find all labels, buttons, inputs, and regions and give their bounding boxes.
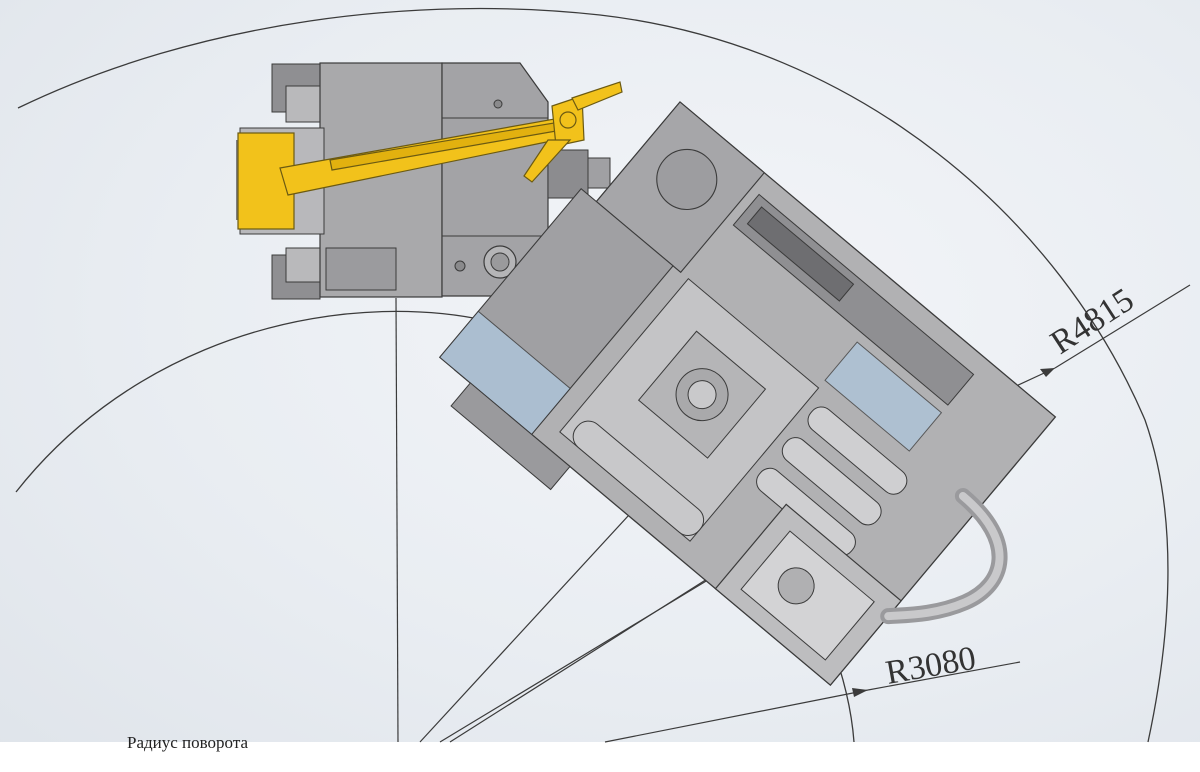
r4815-leader	[1040, 284, 1191, 377]
outer-turning-arc	[17, 7, 1169, 743]
yellow-boom	[237, 81, 623, 230]
front-unit	[236, 62, 611, 300]
r3080-leader	[604, 661, 1021, 743]
r4815-label: R4815	[1044, 281, 1140, 361]
rear-unit	[438, 101, 1057, 686]
caption-band	[0, 742, 1200, 772]
turning-radius-caption: Радиус поворота	[127, 733, 249, 752]
r3080-label: R3080	[883, 640, 979, 692]
